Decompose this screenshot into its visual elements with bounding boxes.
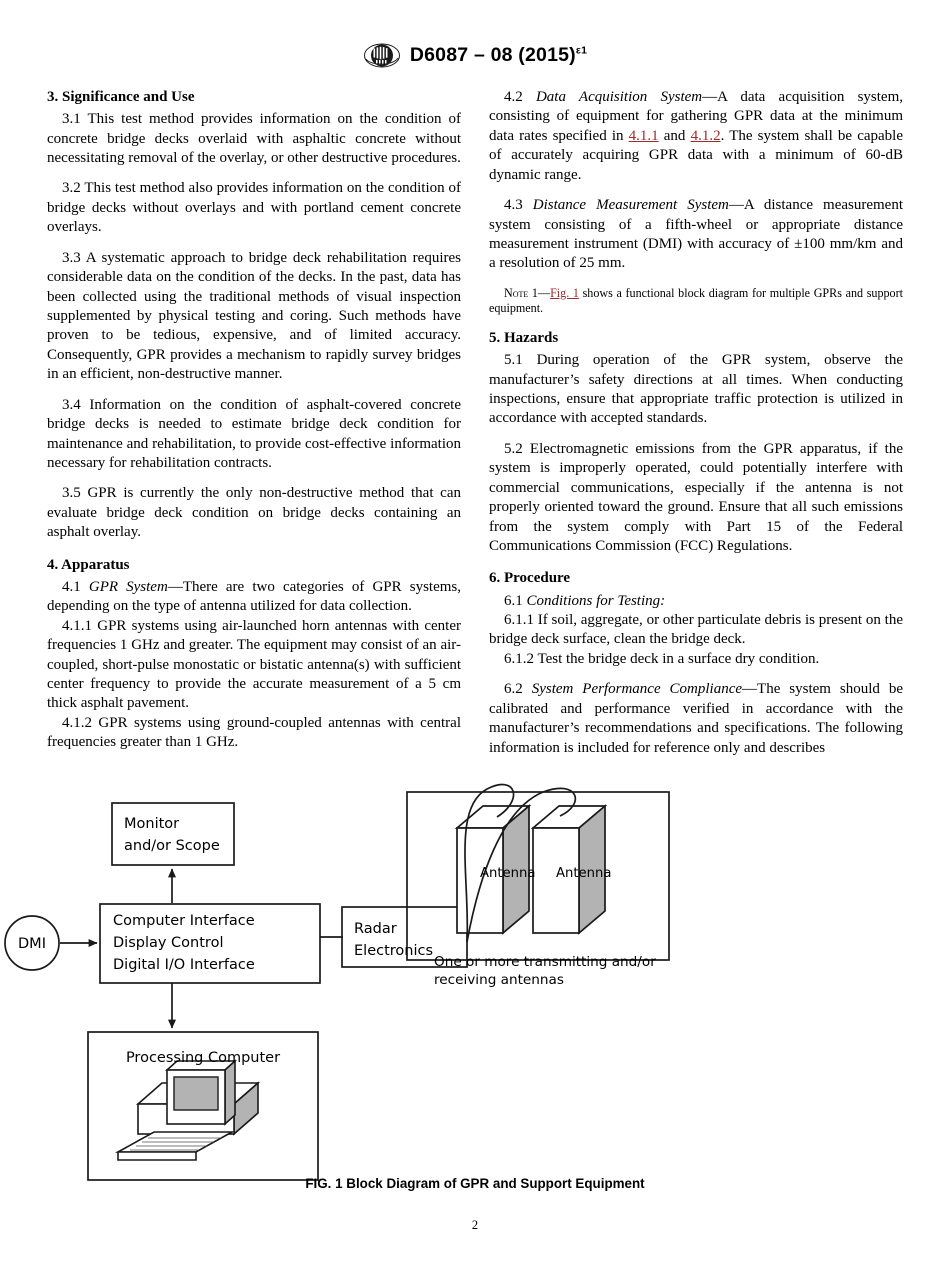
interface-label-line1: Computer Interface (113, 913, 255, 929)
cable-to-antenna-2 (466, 787, 577, 943)
paragraph-4-1-2: 4.1.2 GPR systems using ground-coupled a… (47, 714, 461, 751)
cable-to-antenna-1 (464, 783, 515, 943)
paragraph-4-1: 4.1 GPR System—There are two categories … (47, 578, 461, 617)
paragraph-4-3-term: Distance Measurement System (532, 197, 729, 214)
keyboard-keys (130, 1137, 222, 1151)
computer-interface-box (99, 903, 321, 984)
paragraph-5-1: 5.1 During operation of the GPR system, … (489, 352, 903, 427)
page-header: D6087 – 08 (2015)ε1 (0, 42, 950, 69)
processing-computer-label: Processing Computer (126, 1050, 280, 1066)
note-1-dash: — (537, 285, 551, 300)
paragraph-4-1-term: GPR System (88, 578, 168, 595)
xref-4-1-1[interactable]: 4.1.1 (628, 127, 659, 144)
document-designation: D6087 – 08 (2015)ε1 (410, 44, 587, 67)
processing-computer-box (87, 1031, 319, 1181)
radar-label-line1: Radar (354, 921, 397, 937)
paragraph-4-3: 4.3 Distance Measurement System—A distan… (489, 196, 903, 274)
figure-1-caption: FIG. 1 Block Diagram of GPR and Support … (305, 1176, 645, 1191)
paragraph-4-2-term: Data Acquisition System (535, 89, 703, 105)
paragraph-6-1-term: Conditions for Testing: (526, 592, 666, 609)
figure-1-block-diagram: DMI Monitor and/or Scope Computer Interf… (0, 770, 950, 1200)
heading-procedure: 6. Procedure (489, 570, 571, 587)
paragraph-4-3-rest: —A distance measurement system consistin… (489, 197, 904, 272)
note-1-text: shows a functional block diagram for mul… (489, 285, 903, 315)
antenna-2-label: Antenna (556, 866, 611, 881)
keyboard-front (117, 1151, 197, 1161)
astm-logo (363, 43, 400, 68)
paragraph-4-2-part1: —A data acquisition system, consisting o… (489, 89, 904, 144)
figure-1-svg: DMI Monitor and/or Scope Computer Interf… (4, 783, 670, 1181)
paragraph-4-3-number: 4.3 (504, 197, 533, 214)
antenna-caption-line1: One or more transmitting and/or (434, 954, 656, 970)
paragraph-4-1-number: 4.1 (62, 578, 89, 595)
xref-fig-1[interactable]: Fig. 1 (550, 285, 579, 300)
paragraph-3-4: 3.4 Information on the condition of asph… (47, 396, 461, 471)
body-columns: 3. Significance and Use 3.1 This test me… (47, 88, 903, 760)
monitor-side-bevel (224, 1059, 236, 1126)
antenna-enclosure (406, 791, 670, 961)
monitor-box (111, 802, 235, 866)
xref-4-1-2[interactable]: 4.1.2 (690, 127, 721, 144)
paragraph-4-2: 4.2 Data Acquisition System—A data acqui… (489, 88, 903, 185)
paragraph-4-1-1: 4.1.1 GPR systems using air-launched hor… (47, 617, 461, 712)
right-column: 4.2 Data Acquisition System—A data acqui… (489, 88, 903, 760)
paragraph-3-3: 3.3 A systematic approach to bridge deck… (47, 249, 461, 383)
page-number: 2 (471, 1218, 479, 1232)
dmi-label: DMI (18, 936, 46, 952)
left-column: 3. Significance and Use 3.1 This test me… (47, 88, 461, 760)
paragraph-6-2: 6.2 System Performance Compliance—The sy… (489, 680, 903, 758)
heading-hazards: 5. Hazards (489, 330, 559, 347)
designation-text: D6087 – 08 (2015) (409, 44, 576, 66)
dmi-circle (4, 915, 60, 971)
paragraph-6-2-rest: —The system should be calibrated and per… (489, 681, 904, 756)
paragraph-6-2-number: 6.2 (504, 681, 532, 698)
paragraph-3-2: 3.2 This test method also provides infor… (47, 180, 461, 236)
paragraph-3-1: 3.1 This test method provides informatio… (47, 111, 461, 167)
radar-label-line2: Electronics (354, 943, 433, 959)
interface-label-line3: Digital I/O Interface (113, 957, 255, 973)
antenna-1-label: Antenna (480, 866, 535, 881)
antenna-unit-2 (530, 804, 608, 935)
paragraph-6-1-number: 6.1 (504, 592, 527, 609)
paragraph-3-5: 3.5 GPR is currently the only non-destru… (47, 485, 461, 541)
desktop-computer-illustration (114, 1059, 261, 1161)
paragraph-6-1-2: 6.1.2 Test the bridge deck in a surface … (504, 650, 820, 667)
paragraph-4-2-part2: and (658, 127, 691, 144)
antenna-2-front-face (532, 827, 580, 934)
antenna-caption-line2: receiving antennas (434, 972, 564, 988)
monitor-label-line1: Monitor (124, 816, 179, 832)
paragraph-4-2-number: 4.2 (504, 89, 536, 105)
heading-significance-and-use: 3. Significance and Use (47, 89, 195, 105)
interface-label-line2: Display Control (113, 935, 223, 951)
heading-apparatus: 4. Apparatus (47, 556, 130, 573)
paragraph-4-1-rest: —There are two categories of GPR systems… (47, 578, 462, 615)
paragraph-5-2: 5.2 Electromagnetic emissions from the G… (489, 440, 903, 554)
paragraph-6-1-1: 6.1.1 If soil, aggregate, or other parti… (489, 612, 903, 648)
note-1: Note 1—Fig. 1 shows a functional block d… (489, 286, 903, 316)
monitor-label-line2: and/or Scope (124, 838, 220, 854)
paragraph-4-2-part3: . The system shall be capable of accurat… (489, 127, 903, 183)
monitor-screen (173, 1076, 219, 1111)
note-1-label: Note 1 (504, 285, 538, 300)
paragraph-6-1: 6.1 Conditions for Testing: (489, 592, 903, 611)
paragraph-6-2-term: System Performance Compliance (531, 681, 743, 698)
designation-superscript: ε1 (575, 44, 588, 57)
